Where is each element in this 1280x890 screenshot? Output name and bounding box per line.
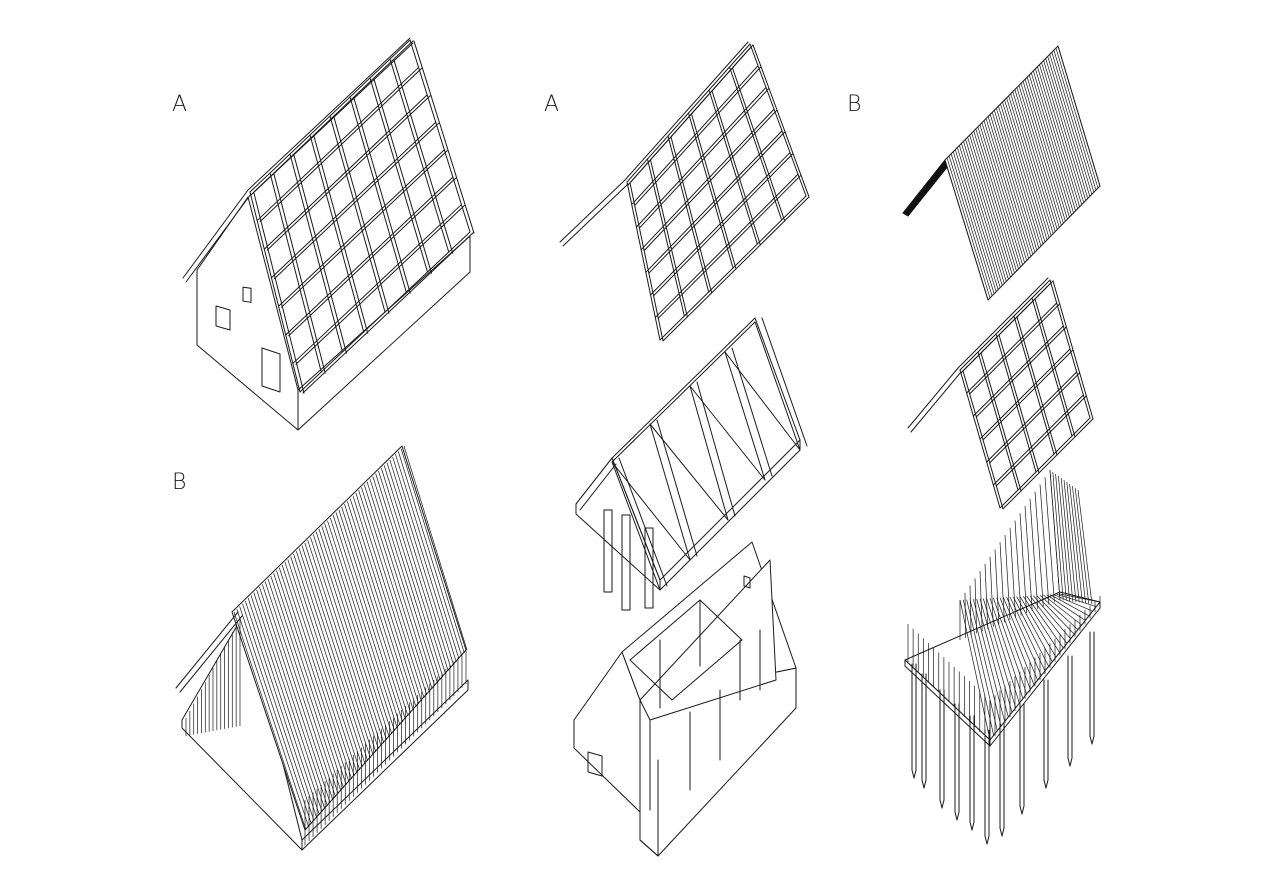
label-assembled-house-a: A [172, 92, 188, 117]
house-b-assembled [175, 445, 469, 851]
house-b-roof-boards [233, 445, 468, 831]
exploded-b-roof-sheet [902, 45, 1101, 301]
exploded-b-grid-lines [959, 279, 1094, 510]
house-a-window-small [242, 286, 252, 303]
exploded-a-walls [573, 541, 797, 857]
house-a-battens [249, 39, 474, 394]
house-a-door [261, 347, 281, 393]
house-b-wall-boards [185, 618, 241, 736]
exploded-b-walls [904, 469, 1101, 845]
exploded-b-roof-boards [944, 45, 1101, 301]
house-b-side-boards [304, 650, 467, 845]
exploded-a-frame-members [575, 317, 808, 591]
exploded-b-floor-boards [959, 593, 1101, 741]
exploded-a-window [587, 751, 603, 777]
house-a-side-wall [297, 235, 471, 431]
house-b-side-deck [301, 679, 469, 851]
house-a-assembled [182, 37, 475, 431]
exploded-a-gable-wall [573, 651, 641, 813]
house-a-rafters [249, 39, 475, 394]
label-exploded-house-b: B [847, 92, 862, 117]
exploded-b-piles [911, 631, 1095, 845]
label-assembled-house-b: B [172, 470, 187, 495]
exploded-a-frame [575, 317, 808, 611]
house-a-window [215, 305, 231, 331]
exploded-b-roof-grid [907, 277, 1094, 510]
label-exploded-house-a: A [544, 92, 560, 117]
exploded-a-partitions [629, 599, 761, 791]
exploded-b-roof-plane [944, 45, 1101, 301]
exploded-a-roof-grid [559, 41, 810, 342]
exploded-a-grid-lines [626, 43, 810, 342]
